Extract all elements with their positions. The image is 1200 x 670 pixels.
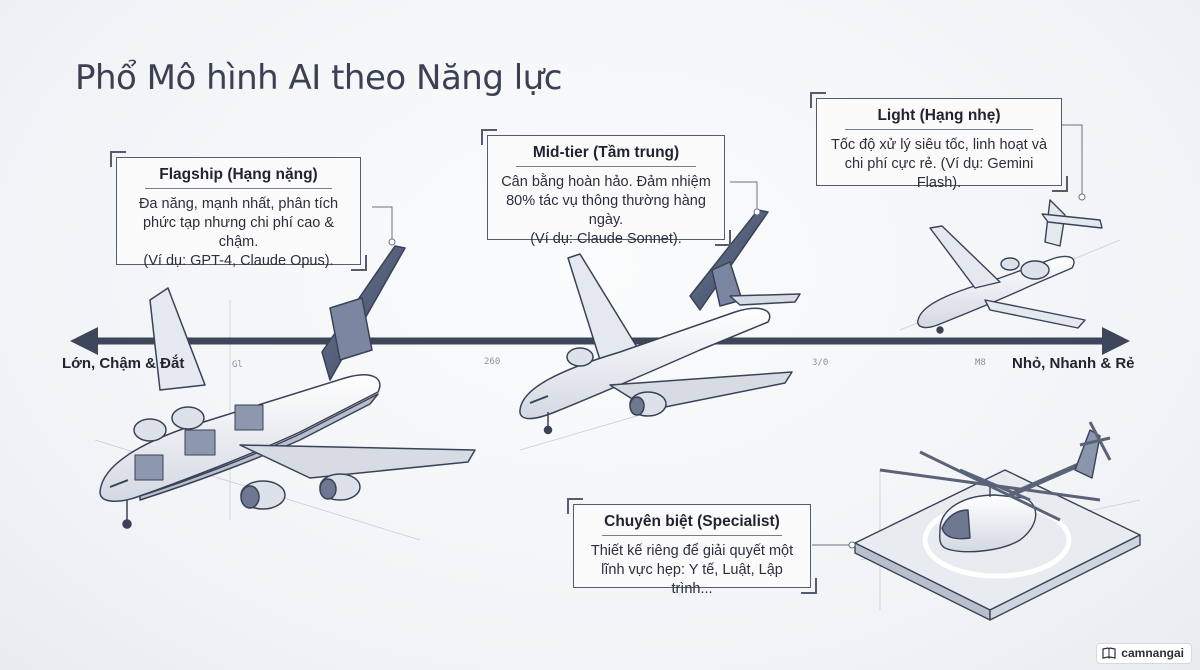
midtier-line: Cân bằng hoàn hảo. Đảm nhiệm [501,174,711,190]
specialist-helicopter-illustration [854,421,1141,621]
light-heading: Light (Hạng nhẹ) [845,107,1033,130]
light-card: Light (Hạng nhẹ) Tốc độ xử lý siêu tốc, … [810,92,1068,192]
arrow-left-icon [70,327,98,355]
watermark-text: camnangai [1121,646,1184,660]
leader-dots [388,193,1086,549]
midtier-airplane-illustration [519,209,801,435]
flagship-line: (Ví dụ: GPT-4, Claude Opus). [143,253,334,269]
leader-lines [372,124,1083,546]
specialist-description: Thiết kế riêng để giải quyết một lĩnh vự… [584,542,800,599]
axis-tick: 3/0 [812,358,829,368]
midtier-heading: Mid-tier (Tầm trung) [516,144,696,167]
midtier-description: Cân bằng hoàn hảo. Đảm nhiệm 80% tác vụ … [498,173,714,249]
axis-left-label: Lớn, Chậm & Đắt [62,355,185,372]
axis-right-label: Nhỏ, Nhanh & Rẻ [1012,355,1135,372]
flagship-line: Đa năng, mạnh nhất, phân tích [138,196,339,212]
specialist-card: Chuyên biệt (Specialist) Thiết kế riêng … [567,498,817,597]
flagship-heading: Flagship (Hạng nặng) [145,166,332,189]
light-line: Tốc độ xử lý siêu tốc, linh hoạt và [830,137,1048,153]
midtier-line: (Ví dụ: Claude Sonnet). [530,231,682,247]
book-icon [1102,647,1116,659]
specialist-line: lĩnh vực hẹp: Y tế, Luật, Lập trình... [601,562,783,597]
flagship-airplane-illustration [99,245,476,529]
flagship-line: phức tạp nhưng chi phí cao & chậm. [142,215,335,250]
specialist-line: Thiết kế riêng để giải quyết một [590,543,794,559]
light-line: chi phí cực rẻ. (Ví dụ: Gemini Flash). [844,156,1034,191]
axis-tick: 260 [484,357,501,367]
flagship-description: Đa năng, mạnh nhất, phân tích phức tạp n… [127,195,350,271]
page-title: Phổ Mô hình AI theo Năng lực [75,58,562,98]
axis-tick: Gl [232,360,243,370]
light-airplane-illustration [917,199,1103,334]
midtier-line: 80% tác vụ thông thường hàng ngày. [506,193,706,228]
watermark-badge: camnangai [1096,643,1192,664]
light-description: Tốc độ xử lý siêu tốc, linh hoạt và chi … [827,136,1051,193]
arrow-right-icon [1102,327,1130,355]
specialist-heading: Chuyên biệt (Specialist) [602,513,782,536]
flagship-card: Flagship (Hạng nặng) Đa năng, mạnh nhất,… [110,151,367,271]
midtier-card: Mid-tier (Tầm trung) Cân bằng hoàn hảo. … [481,129,731,247]
axis-tick: M8 [975,358,986,368]
